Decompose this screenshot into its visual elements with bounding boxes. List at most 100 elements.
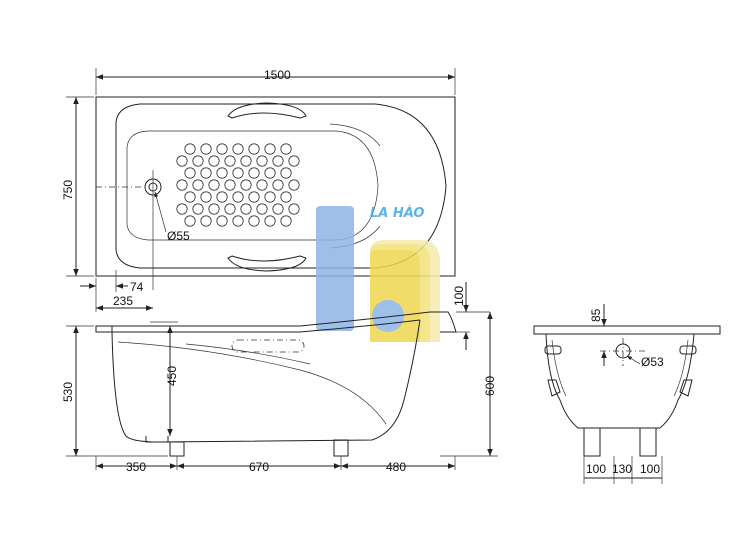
anti-slip-dot [224, 179, 236, 191]
anti-slip-dot [232, 215, 244, 227]
overflow-diameter-label: Ø53 [641, 355, 664, 369]
end-view-leg [583, 427, 601, 457]
anti-slip-dot [256, 203, 268, 215]
anti-slip-dot [280, 215, 292, 227]
dim-74-label: 74 [130, 280, 144, 294]
anti-slip-dot [184, 215, 196, 227]
side-view-rim [95, 325, 113, 333]
anti-slip-dot [264, 191, 276, 203]
anti-slip-dot [264, 167, 276, 179]
logo-brand-text: LA HÀO [370, 205, 424, 221]
top-view-handle-bottom [227, 255, 307, 272]
anti-slip-dot [184, 191, 196, 203]
top-view-outer-rim [95, 96, 456, 277]
end-view: Ø53 85 100 130 100 [533, 304, 721, 484]
anti-slip-dot [248, 143, 260, 155]
anti-slip-dot [184, 167, 196, 179]
anti-slip-dot [208, 155, 220, 167]
anti-slip-dot [208, 203, 220, 215]
side-view-handle-slot [231, 339, 305, 353]
top-view: Ø55 74 235 1500 750 [61, 68, 456, 312]
side-view-leg [333, 439, 349, 457]
dim-leg-left-label: 100 [586, 462, 606, 476]
end-view-leg [639, 427, 657, 457]
anti-slip-dot [272, 203, 284, 215]
top-view-armrest-line [329, 123, 381, 147]
dim-1500-label: 1500 [264, 68, 291, 82]
anti-slip-dot [192, 203, 204, 215]
anti-slip-dot [200, 167, 212, 179]
anti-slip-dot [176, 203, 188, 215]
side-view-inner-wall [117, 341, 387, 425]
anti-slip-dot [272, 155, 284, 167]
anti-slip-dot [280, 143, 292, 155]
anti-slip-dot [240, 155, 252, 167]
anti-slip-dot-pattern [176, 143, 300, 227]
dim-100-label: 100 [452, 286, 466, 306]
anti-slip-dot [280, 191, 292, 203]
side-view-drain [145, 436, 169, 443]
dim-600-label: 600 [483, 376, 497, 396]
side-view-top-edge [96, 311, 457, 333]
anti-slip-dot [216, 215, 228, 227]
anti-slip-dot [240, 203, 252, 215]
anti-slip-dot [176, 179, 188, 191]
anti-slip-dot [216, 191, 228, 203]
anti-slip-dot [192, 155, 204, 167]
side-view: 450 530 100 600 350 670 480 [61, 282, 498, 474]
anti-slip-dot [192, 179, 204, 191]
anti-slip-dot [240, 179, 252, 191]
dim-235-label: 235 [113, 294, 133, 308]
anti-slip-dot [200, 191, 212, 203]
anti-slip-dot [216, 167, 228, 179]
end-view-rim [533, 325, 721, 335]
side-view-leg [169, 441, 185, 457]
anti-slip-dot [256, 179, 268, 191]
anti-slip-dot [288, 203, 300, 215]
top-view-handle-top [227, 102, 307, 119]
anti-slip-dot [232, 191, 244, 203]
anti-slip-dot [248, 215, 260, 227]
side-view-rim-inner [112, 319, 421, 333]
end-view-handle-right [679, 345, 697, 355]
drain-leader [154, 191, 167, 233]
anti-slip-dot [288, 155, 300, 167]
end-view-body [545, 333, 695, 429]
anti-slip-dot [288, 179, 300, 191]
anti-slip-dot [232, 167, 244, 179]
dim-leg-right-label: 100 [640, 462, 660, 476]
anti-slip-dot [208, 179, 220, 191]
end-view-handle-left [544, 345, 562, 355]
anti-slip-dot [280, 167, 292, 179]
dim-350-label: 350 [126, 460, 146, 474]
anti-slip-dot [232, 143, 244, 155]
dim-480-label: 480 [386, 460, 406, 474]
anti-slip-dot [176, 155, 188, 167]
dim-85-label: 85 [589, 308, 603, 322]
anti-slip-dot [200, 215, 212, 227]
dim-leg-mid-label: 130 [612, 462, 632, 476]
dim-750-label: 750 [61, 180, 75, 200]
side-view-floor-line [185, 343, 311, 365]
anti-slip-dot [264, 143, 276, 155]
drain-diameter-label: Ø55 [167, 229, 190, 243]
logo-blue-bar [316, 206, 354, 331]
la-hao-logo: LA HÀO [316, 205, 440, 342]
dim-450-label: 450 [165, 366, 179, 386]
anti-slip-dot [224, 203, 236, 215]
end-view-armrest-right [679, 379, 693, 397]
anti-slip-dot [256, 155, 268, 167]
end-view-armrest-left [547, 379, 561, 397]
anti-slip-dot [200, 143, 212, 155]
anti-slip-dot [224, 155, 236, 167]
anti-slip-dot [248, 191, 260, 203]
anti-slip-dot [248, 167, 260, 179]
anti-slip-dot [264, 215, 276, 227]
anti-slip-dot [216, 143, 228, 155]
dim-530-label: 530 [61, 382, 75, 402]
dim-670-label: 670 [249, 460, 269, 474]
anti-slip-dot [272, 179, 284, 191]
anti-slip-dot [184, 143, 196, 155]
